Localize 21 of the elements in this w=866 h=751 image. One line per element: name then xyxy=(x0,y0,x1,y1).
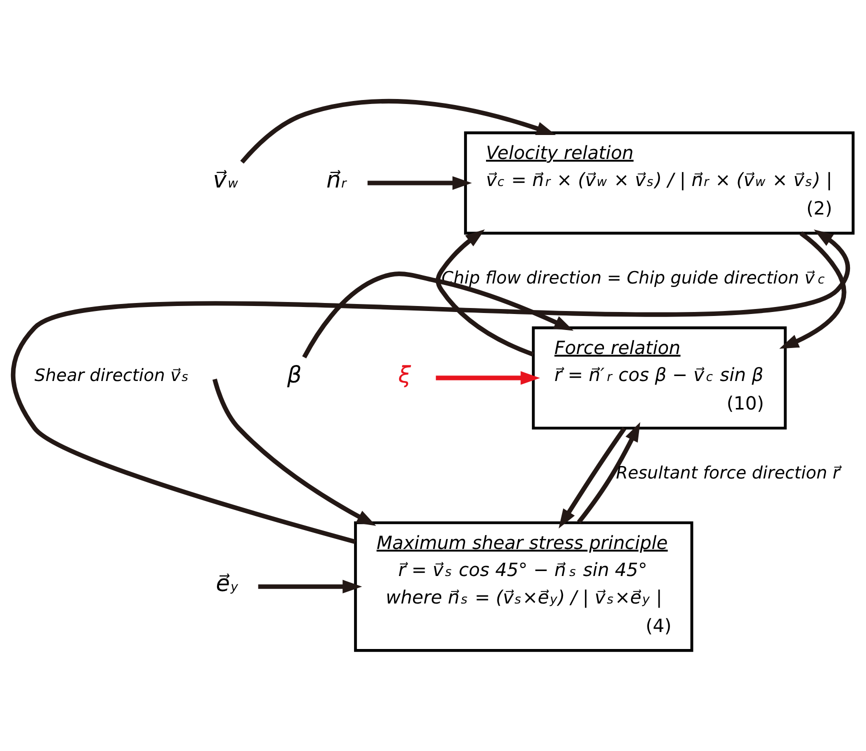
node-box: Velocity relation v⃗c = n⃗r × (v⃗w × v⃗s) / | n⃗r × (v⃗w × v⃗s) | (2) xyxy=(464,131,855,235)
arrow xyxy=(302,272,574,358)
node-box: Force relation r⃗ = n⃗′r cos β − v⃗c sin β (10) xyxy=(532,326,787,430)
node-text: e⃗y xyxy=(216,571,238,598)
arrow xyxy=(436,371,540,385)
node-text: ξ xyxy=(398,362,411,389)
arrow xyxy=(779,231,846,349)
arrow xyxy=(258,580,362,594)
arrow xyxy=(11,230,850,544)
arrow xyxy=(212,378,376,526)
edge-label: Resultant force direction r⃗ xyxy=(616,463,840,484)
edge-label: Shear direction v⃗s xyxy=(34,366,188,386)
node-box: Maximum shear stress principle r⃗ = v⃗s cos 45° − n⃗s sin 45° where n⃗s = (v⃗s×e⃗y) / | v⃗s×e⃗y | (4) xyxy=(354,521,694,652)
node-text: β xyxy=(287,362,302,389)
arrow xyxy=(558,427,626,528)
arrow xyxy=(436,229,534,357)
node-text: n⃗r xyxy=(326,168,346,194)
arrow xyxy=(240,98,556,164)
node-text: v⃗w xyxy=(212,168,238,194)
arrow xyxy=(368,176,472,190)
arrow xyxy=(577,422,640,524)
